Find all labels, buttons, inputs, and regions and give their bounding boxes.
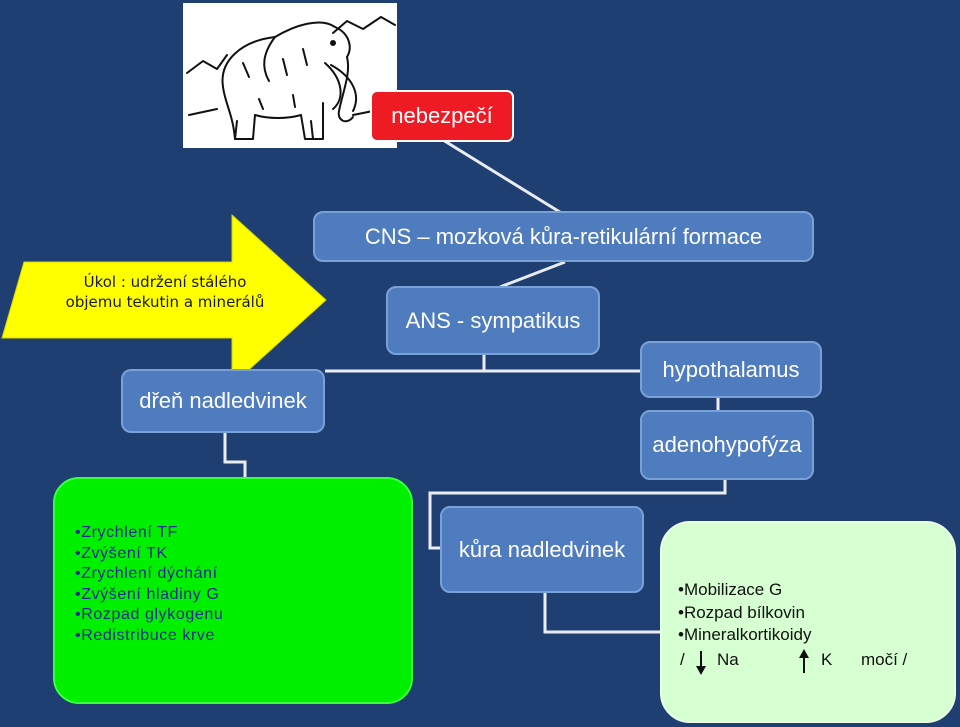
medulla-effects-list: Zrychlení TF Zvýšení TK Zrychlení dýchán…: [75, 523, 223, 646]
cortex-effects-list: Mobilizace G Rozpad bílkovin Mineralkort…: [678, 579, 812, 647]
list-item: Zrychlení TF: [75, 523, 223, 544]
urine-label: močí /: [861, 650, 908, 669]
task-text: Úkol : udržení stálého objemu tekutin a …: [40, 272, 290, 312]
sodium-label: Na: [717, 650, 739, 669]
hypothalamus-node: hypothalamus: [640, 341, 822, 398]
list-item: Zvýšení TK: [75, 544, 223, 565]
cortex-slash: /: [680, 650, 685, 669]
adenohypofyza-node: adenohypofýza: [640, 410, 814, 480]
list-item: Rozpad glykogenu: [75, 605, 223, 626]
ans-node: ANS - sympatikus: [386, 286, 600, 355]
list-item: Mobilizace G: [678, 579, 812, 602]
danger-label: nebezpečí: [370, 90, 514, 142]
down-arrow-icon: [696, 651, 706, 675]
list-item: Rozpad bílkovin: [678, 602, 812, 625]
list-item: Mineralkortikoidy: [678, 624, 812, 647]
up-arrow-icon: [799, 649, 809, 673]
list-item: Zvýšení hladiny G: [75, 585, 223, 606]
task-text-line2: objemu tekutin a minerálů: [65, 293, 265, 311]
mammoth-illustration: [183, 3, 397, 148]
adrenal-cortex-node: kůra nadledvinek: [440, 506, 644, 593]
task-text-line1: Úkol : udržení stálého: [83, 273, 247, 291]
list-item: Redistribuce krve: [75, 626, 223, 647]
cns-node: CNS – mozková kůra-retikulární formace: [313, 211, 814, 262]
potassium-label: K: [821, 650, 833, 669]
list-item: Zrychlení dýchání: [75, 564, 223, 585]
adrenal-medulla-node: dřeň nadledvinek: [121, 369, 325, 433]
